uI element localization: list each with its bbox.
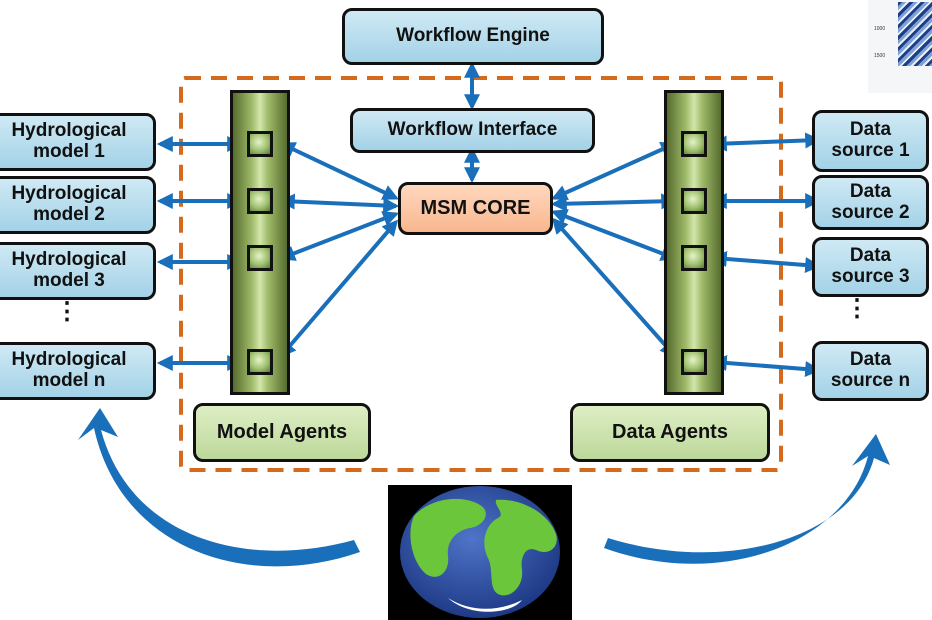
agent-port-icon [681,245,707,271]
hydrological-model-3-box: Hydrological model 3 [0,242,156,300]
agent-port-icon [247,245,273,271]
agent-port-icon [681,349,707,375]
hydrological-model-n-box: Hydrological model n [0,342,156,400]
arrow-port-2-core [278,193,400,214]
arrow-port-1-core [279,142,399,200]
map-thumbnail-image [898,2,932,66]
sources-ellipsis: ⋮ [845,295,869,322]
data-source-1-box: Data source 1 [812,110,929,172]
hydrological-model-2-box: Hydrological model 2 [0,176,156,234]
arrow-port-3-core [279,211,399,261]
agent-port-icon [681,188,707,214]
agent-port-icon [681,131,707,157]
curved-arrow-globe-to-models [78,408,360,567]
data-source-2-box: Data source 2 [812,175,929,230]
arrow-core-dport-1 [551,141,677,201]
model-agents-box: Model Agents [193,403,371,462]
agent-port-icon [247,188,273,214]
hydrological-model-1-box: Hydrological model 1 [0,113,156,171]
models-ellipsis: ⋮ [55,298,79,325]
workflow-interface-box: Workflow Interface [350,108,595,153]
arrow-core-dport-3 [551,209,677,261]
thumbnail-tick-1: 1000 [874,26,886,32]
data-source-n-box: Data source n [812,341,929,401]
workflow-engine-box: Workflow Engine [342,8,604,65]
model-agents-bar [230,90,290,395]
thumbnail-tick-2: 1500 [874,53,886,59]
arrow-core-dport-n [551,217,677,358]
msm-core-box: MSM CORE [398,182,553,235]
agent-port-icon [247,131,273,157]
agent-port-icon [247,349,273,375]
arrow-dport-source-n [710,355,822,377]
arrow-port-n-core [279,219,399,358]
arrow-core-dport-2 [550,193,678,212]
arrow-dport-source-3 [710,251,822,273]
map-thumbnail: 1000 1500 [868,0,932,93]
data-agents-box: Data Agents [570,403,770,462]
curved-arrow-globe-to-sources [604,434,890,564]
data-source-3-box: Data source 3 [812,237,929,297]
earth-globe-icon [388,485,572,620]
multi-agent-boundary [179,76,783,472]
arrow-dport-source-1 [710,132,822,152]
